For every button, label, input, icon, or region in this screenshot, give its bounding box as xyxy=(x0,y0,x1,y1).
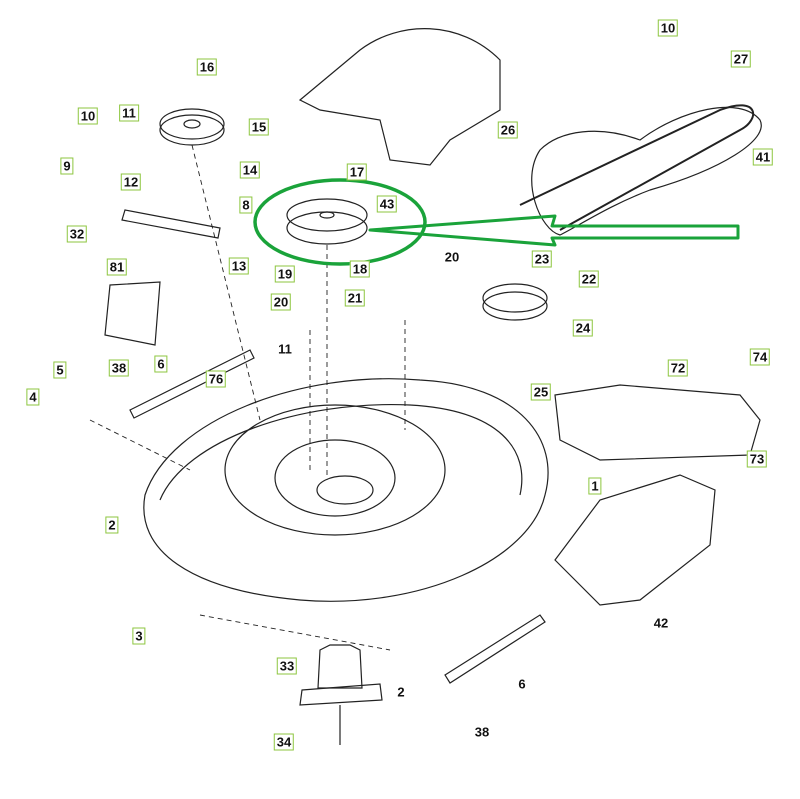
part-callout-14: 14 xyxy=(239,161,261,179)
part-callout-15: 15 xyxy=(248,118,270,136)
part-callout-74: 74 xyxy=(749,348,771,366)
part-callout-6: 6 xyxy=(518,676,526,692)
part-callout-73: 73 xyxy=(746,450,768,468)
spindle-pulley-43 xyxy=(286,198,368,245)
part-callout-10: 10 xyxy=(657,19,679,37)
idler-pulley-15 xyxy=(159,108,225,146)
assembly-lines xyxy=(89,144,406,651)
belt-guide xyxy=(519,104,755,231)
drive-belt xyxy=(531,106,762,236)
part-callout-20: 20 xyxy=(444,249,460,265)
discharge-chute-72 xyxy=(554,384,761,461)
part-callout-38: 38 xyxy=(474,724,490,740)
part-callout-5: 5 xyxy=(53,361,67,379)
part-callout-3: 3 xyxy=(132,627,146,645)
part-callout-18: 18 xyxy=(349,260,371,278)
upper-shield xyxy=(298,28,501,166)
part-callout-4: 4 xyxy=(26,388,40,406)
part-callout-33: 33 xyxy=(276,657,298,675)
part-callout-1: 1 xyxy=(588,477,602,495)
idler-pulley-22 xyxy=(482,283,548,321)
part-callout-27: 27 xyxy=(730,50,752,68)
mower-deck xyxy=(143,378,549,602)
part-callout-19: 19 xyxy=(274,265,296,283)
part-callout-42: 42 xyxy=(653,615,669,631)
part-callout-81: 81 xyxy=(106,258,128,276)
part-callout-76: 76 xyxy=(205,370,227,388)
plate-81 xyxy=(104,281,161,346)
part-callout-20: 20 xyxy=(270,293,292,311)
part-callout-26: 26 xyxy=(497,121,519,139)
part-callout-13: 13 xyxy=(228,257,250,275)
part-callout-9: 9 xyxy=(60,157,74,175)
highlight-arrow xyxy=(368,214,740,247)
part-callout-11: 11 xyxy=(119,104,139,122)
highlight-circle xyxy=(253,178,427,266)
part-callout-72: 72 xyxy=(667,359,689,377)
part-callout-16: 16 xyxy=(196,58,218,76)
spindle-assembly xyxy=(299,644,383,745)
part-callout-43: 43 xyxy=(376,195,398,213)
strap-6a xyxy=(129,349,255,419)
part-callout-38: 38 xyxy=(108,359,130,377)
part-callout-2: 2 xyxy=(397,684,405,700)
part-callout-24: 24 xyxy=(572,319,594,337)
part-callout-32: 32 xyxy=(66,225,88,243)
strap-6b xyxy=(444,614,546,684)
part-callout-22: 22 xyxy=(578,270,600,288)
part-callout-6: 6 xyxy=(154,355,168,373)
part-callout-23: 23 xyxy=(531,250,553,268)
part-callout-21: 21 xyxy=(344,289,366,307)
part-callout-2: 2 xyxy=(105,516,119,534)
part-callout-25: 25 xyxy=(530,383,552,401)
discharge-chute-73 xyxy=(554,474,716,606)
part-callout-34: 34 xyxy=(273,733,295,751)
part-callout-11: 11 xyxy=(278,341,292,357)
part-callout-17: 17 xyxy=(346,163,368,181)
idler-arm xyxy=(121,209,221,239)
part-callout-8: 8 xyxy=(239,196,253,214)
part-callout-12: 12 xyxy=(120,173,142,191)
part-callout-41: 41 xyxy=(752,148,774,166)
part-callout-10: 10 xyxy=(77,107,99,125)
